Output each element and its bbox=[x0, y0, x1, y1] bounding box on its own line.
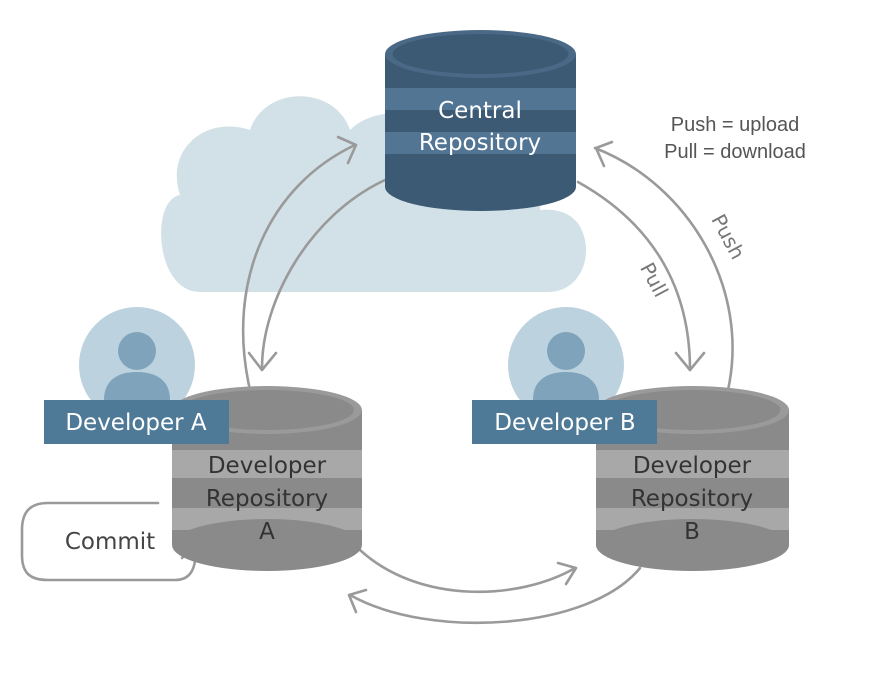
pull-arc bbox=[576, 180, 692, 372]
push-arrowhead bbox=[594, 140, 614, 168]
legend-push: Push = upload bbox=[671, 114, 799, 136]
pull-arrowhead bbox=[674, 351, 706, 372]
central-repository bbox=[385, 30, 576, 211]
dev-repo-b-line2: Repository bbox=[631, 486, 753, 512]
developer-b-badge bbox=[472, 400, 657, 444]
dev-repo-a-line2: Repository bbox=[206, 486, 328, 512]
bottom-upper-arrowhead bbox=[556, 561, 578, 586]
developer-b-label: Developer B bbox=[494, 410, 635, 436]
dev-repo-a-line1: Developer bbox=[208, 453, 327, 479]
bottom-lower-arc bbox=[348, 566, 642, 625]
push-label: Push bbox=[706, 210, 749, 263]
central-repo-line1: Central bbox=[438, 98, 522, 124]
commit-label: Commit bbox=[65, 529, 155, 555]
push-arc bbox=[593, 146, 734, 392]
bottom-lower-arrowhead bbox=[347, 588, 368, 614]
legend-pull: Pull = download bbox=[664, 141, 806, 163]
developer-a-label: Developer A bbox=[65, 410, 207, 436]
commit-loop bbox=[20, 501, 198, 582]
dev-repo-b-line1: Developer bbox=[633, 453, 752, 479]
developer-a-avatar bbox=[79, 307, 195, 423]
left-outer-arrowhead bbox=[336, 135, 358, 165]
developer-a-badge bbox=[44, 400, 229, 444]
pull-label: Pull bbox=[635, 258, 673, 301]
left-outer-arc bbox=[241, 143, 357, 392]
developer-b-avatar bbox=[508, 307, 624, 423]
dev-repo-a-line3: A bbox=[259, 519, 275, 545]
left-inner-arrowhead bbox=[247, 351, 278, 372]
left-inner-arc bbox=[260, 178, 387, 370]
dev-repo-b-line3: B bbox=[684, 519, 700, 545]
bottom-upper-arc bbox=[358, 548, 577, 594]
cloud-shape bbox=[161, 96, 587, 292]
central-repo-line2: Repository bbox=[419, 130, 541, 156]
